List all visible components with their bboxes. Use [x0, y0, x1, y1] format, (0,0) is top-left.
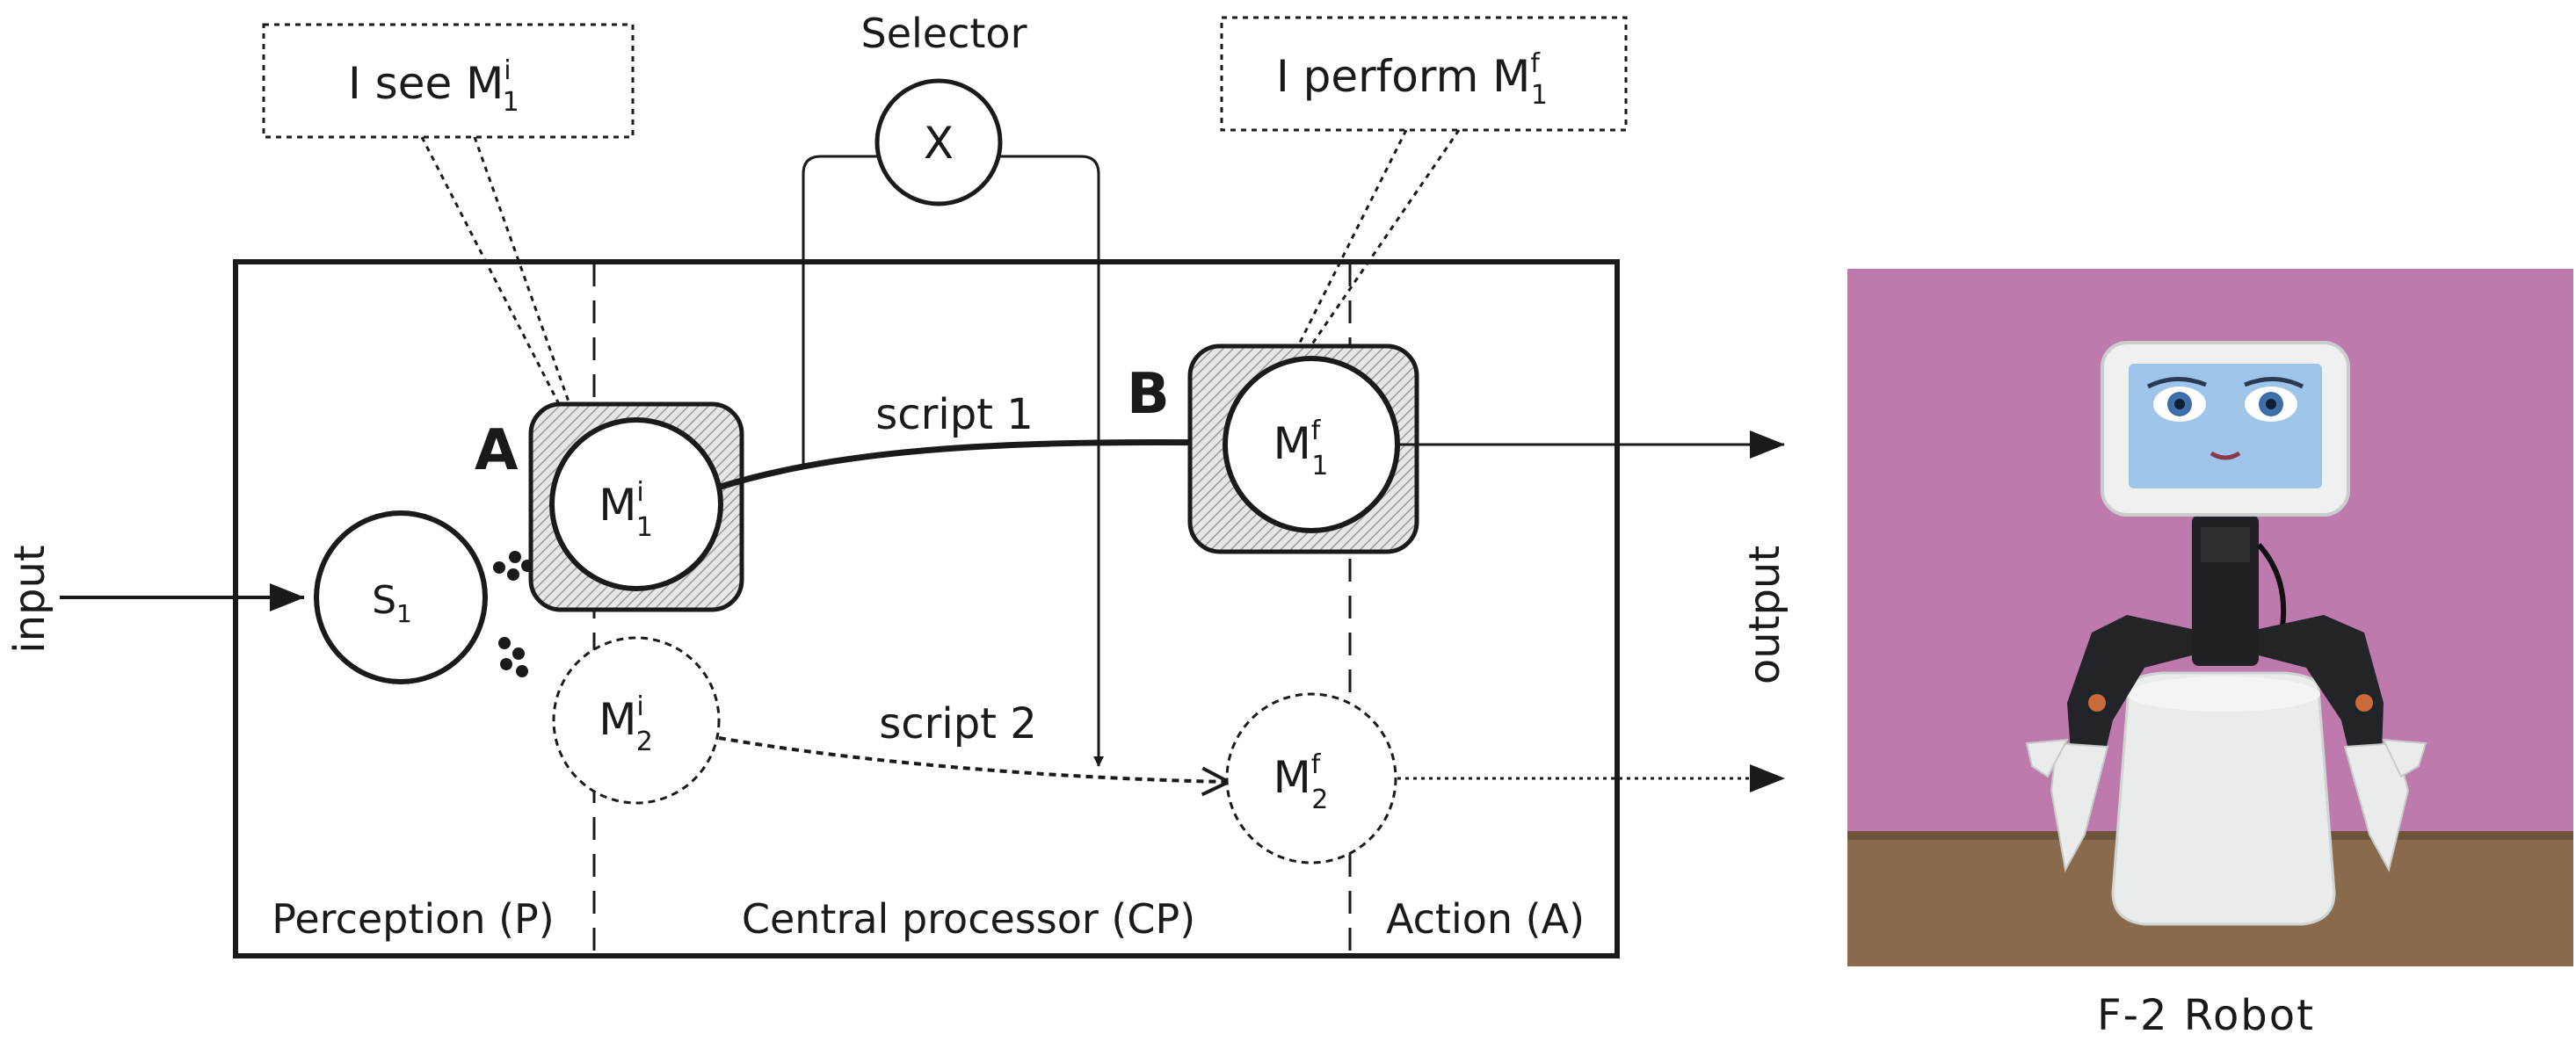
svg-text:Mf1: Mf 1 [1273, 416, 1329, 481]
processing-frame [233, 259, 1620, 958]
selector-node [874, 78, 1003, 206]
node-m2f-sub: 2 [1311, 785, 1328, 815]
selector-branch-left [802, 155, 877, 467]
selector-symbol: X [924, 118, 954, 169]
node-m1i-sup: i [636, 477, 643, 508]
svg-text:Mi1: Mi 1 [599, 477, 653, 543]
node-s1 [314, 510, 488, 684]
svg-text:S1: S1 [372, 578, 412, 628]
callout-see-text: I see M [348, 58, 504, 109]
node-s1-base: S [372, 578, 396, 623]
node-m2f-sup: f [1311, 749, 1322, 780]
input-label: input [5, 545, 54, 653]
node-m2f [1225, 692, 1397, 864]
svg-text:I see Mi1: I see Mi1 [348, 55, 519, 118]
marker-b: B [1127, 362, 1170, 427]
node-m1i-sub: 1 [636, 512, 653, 543]
section-action-label: Action (A) [1386, 895, 1585, 943]
marker-a: A [475, 418, 519, 483]
selector-branch-right [1000, 155, 1104, 767]
selector-label: Selector [861, 10, 1027, 57]
node-m1f-sup: f [1311, 416, 1322, 446]
node-m1i-base: M [599, 480, 636, 531]
callout-see-sup: i [504, 55, 511, 86]
node-s1-sub: 1 [396, 599, 412, 628]
callout-see-sub: 1 [503, 87, 519, 118]
svg-text:Mi2: Mi 2 [599, 691, 653, 757]
output-label: output [1740, 546, 1789, 684]
robot-photo [1847, 269, 2573, 966]
script-1-label: script 1 [875, 390, 1034, 439]
node-m2i-base: M [599, 694, 636, 745]
node-m1i [549, 417, 723, 591]
svg-text:I perform Mf1: I perform Mf1 [1276, 48, 1548, 111]
callout-perform-sub: 1 [1531, 80, 1548, 111]
node-m1f-sub: 1 [1311, 451, 1328, 481]
node-m1f-base: M [1273, 418, 1311, 469]
association-dots [493, 551, 533, 677]
node-m2i-sub: 2 [636, 727, 653, 757]
script-1-arrow [719, 443, 1232, 490]
node-m2i-sup: i [636, 691, 643, 722]
robot-body [2111, 671, 2336, 926]
script-2-arrow [718, 736, 1229, 782]
node-m2i [552, 636, 721, 805]
callout-perform-sup: f [1530, 48, 1541, 79]
callout-perform-text: I perform M [1276, 51, 1530, 102]
photo-caption: F-2 Robot [2097, 991, 2315, 1040]
node-m2f-base: M [1273, 752, 1311, 803]
svg-text:Mf2: Mf 2 [1273, 749, 1329, 815]
robot-eyes [2146, 376, 2304, 422]
script-2-label: script 2 [879, 699, 1037, 749]
robot-mouth [2210, 451, 2241, 460]
section-central-label: Central processor (CP) [742, 895, 1195, 943]
section-perception-label: Perception (P) [272, 895, 554, 943]
